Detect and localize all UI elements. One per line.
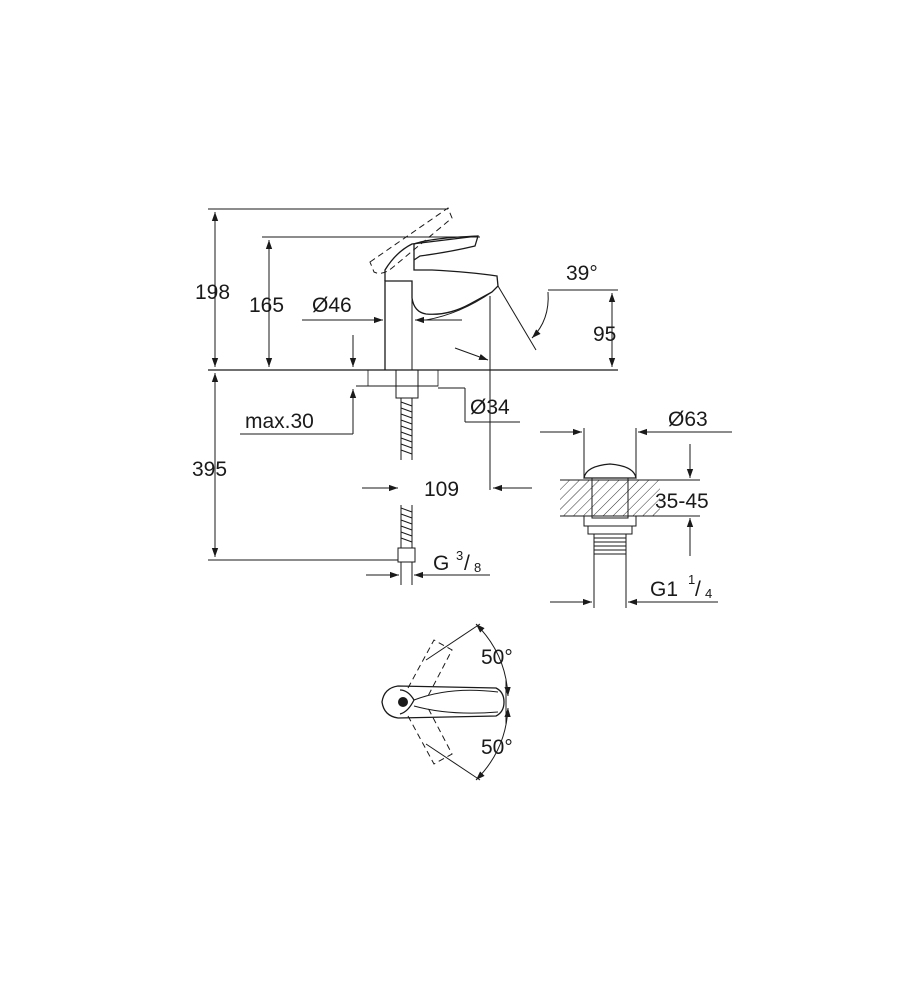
drain-thread — [593, 533, 627, 555]
lever — [384, 235, 479, 281]
rot-up-arc — [475, 623, 511, 697]
angle-39-ray — [497, 285, 537, 351]
label-dia-63: Ø63 — [668, 408, 708, 431]
faucet-side-view: 198 165 Ø46 39° 95 max.30 Ø34 395 — [192, 207, 618, 585]
label-395: 395 — [192, 458, 227, 481]
rot-down-arc — [475, 707, 511, 781]
label-95: 95 — [593, 323, 616, 346]
label-50-top: 50° — [481, 646, 513, 669]
spout-lower — [425, 291, 493, 321]
label-g38-num: 3 — [456, 548, 463, 563]
lever-pivot — [398, 697, 408, 707]
mount-nut — [395, 369, 419, 399]
lever-rot-down — [407, 707, 453, 765]
faucet-body — [384, 235, 499, 370]
lever-top-edge — [413, 689, 499, 701]
basin-hatch — [560, 480, 660, 516]
label-dia-46: Ø46 — [312, 294, 352, 317]
label-35-45: 35-45 — [655, 490, 709, 513]
lever-bottom-edge — [413, 705, 499, 714]
drain-cap — [583, 463, 637, 479]
spout-flow-arrow — [454, 347, 489, 361]
rot-down-ray — [425, 743, 481, 781]
label-g114-slash: / — [695, 578, 701, 601]
label-max30: max.30 — [245, 410, 314, 433]
flex-hose — [397, 505, 416, 585]
label-109: 109 — [424, 478, 459, 501]
label-165: 165 — [249, 294, 284, 317]
threaded-rod — [400, 398, 413, 460]
label-g38-slash: / — [464, 552, 470, 575]
label-39: 39° — [566, 262, 598, 285]
faucet-top-view: 50° 50° — [381, 623, 513, 781]
drain-body — [591, 477, 629, 519]
label-198: 198 — [195, 281, 230, 304]
label-g114: G1 — [650, 578, 678, 601]
rot-up-ray — [425, 623, 481, 661]
label-dia-34: Ø34 — [470, 396, 510, 419]
lever-rot-up — [407, 639, 453, 697]
label-g114-den: 4 — [705, 586, 712, 601]
drain-nut-2 — [587, 525, 633, 535]
lever-alt-position — [369, 207, 453, 274]
label-g38-den: 8 — [474, 560, 481, 575]
drain-view: Ø63 35-45 G1 1 / 4 — [540, 408, 732, 608]
label-g114-num: 1 — [688, 572, 695, 587]
deck-hatch — [367, 369, 439, 387]
label-g38: G — [433, 552, 449, 575]
angle-39-arc — [531, 291, 549, 339]
label-50-bottom: 50° — [481, 736, 513, 759]
